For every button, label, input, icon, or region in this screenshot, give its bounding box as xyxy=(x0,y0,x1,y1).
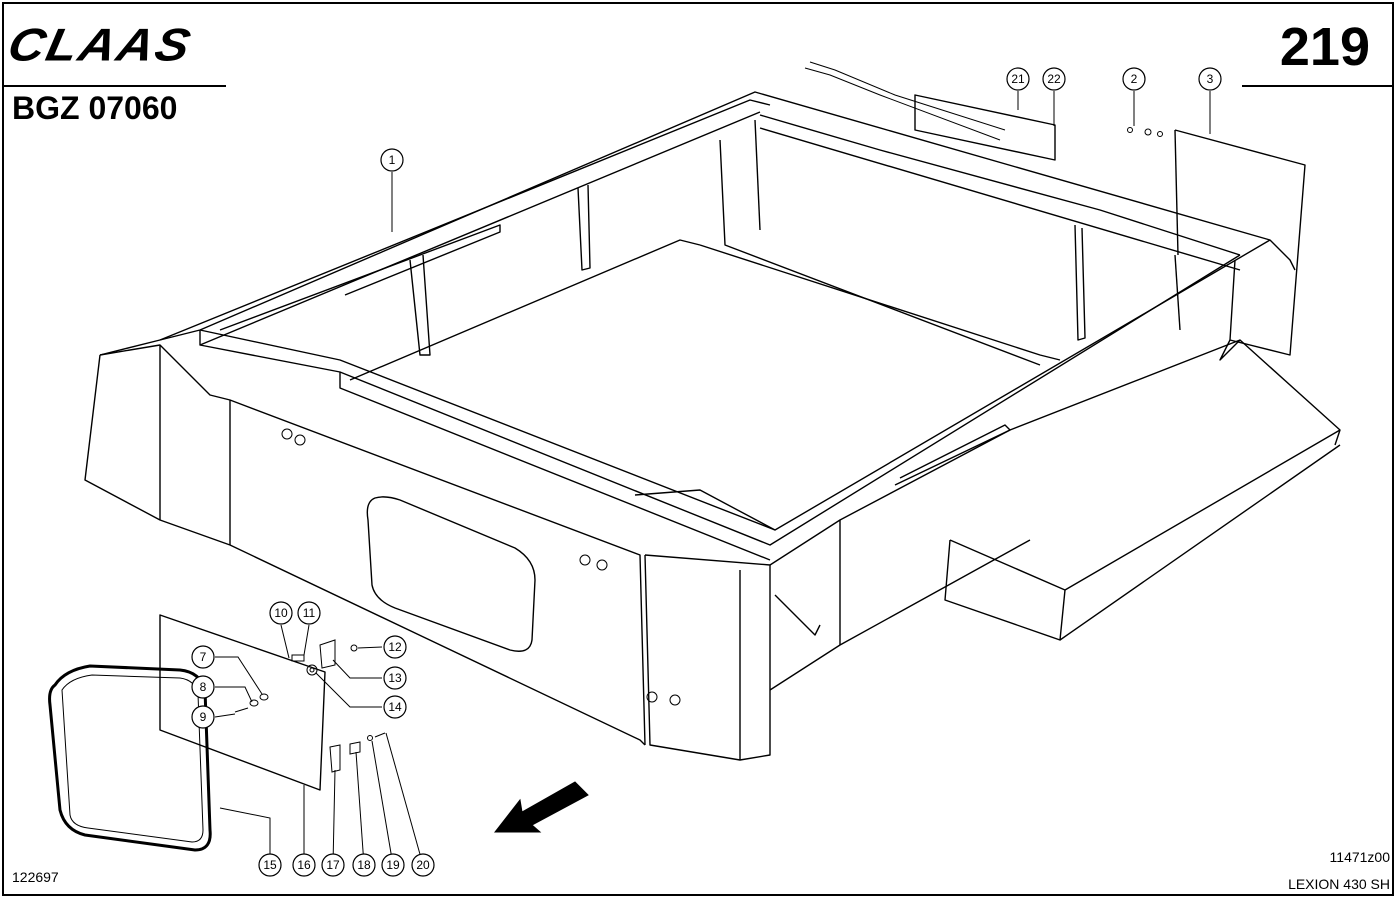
callout-12: 12 xyxy=(383,635,407,659)
callout-16: 16 xyxy=(292,853,316,877)
callout-18: 18 xyxy=(352,853,376,877)
callout-label: 12 xyxy=(388,640,402,654)
callout-15: 15 xyxy=(258,853,282,877)
callout-2: 2 xyxy=(1122,67,1146,91)
callout-label: 19 xyxy=(386,858,400,872)
callout-label: 7 xyxy=(200,650,207,664)
direction-arrow-icon xyxy=(493,781,589,833)
callout-19: 19 xyxy=(381,853,405,877)
callout-label: 8 xyxy=(200,680,207,694)
page-number: 219 xyxy=(1279,17,1370,77)
callout-14: 14 xyxy=(383,695,407,719)
callout-label: 9 xyxy=(200,710,207,724)
callout-20: 20 xyxy=(411,853,435,877)
callout-13: 13 xyxy=(383,666,407,690)
main-frame-drawing xyxy=(84,91,1341,761)
callout-7: 7 xyxy=(191,645,215,669)
upper-parts xyxy=(804,61,1163,161)
callout-21: 21 xyxy=(1006,67,1030,91)
callout-label: 3 xyxy=(1207,72,1214,86)
callout-label: 13 xyxy=(388,671,402,685)
leader-lines xyxy=(214,91,1211,866)
callout-label: 21 xyxy=(1011,72,1025,86)
callout-label: 18 xyxy=(357,858,371,872)
callout-label: 17 xyxy=(326,858,340,872)
callout-label: 22 xyxy=(1047,72,1061,86)
callout-label: 16 xyxy=(297,858,311,872)
callout-1: 1 xyxy=(380,148,404,172)
header-rule-right xyxy=(1242,85,1394,87)
header-rule-left xyxy=(4,85,226,87)
callout-11: 11 xyxy=(297,601,321,625)
callout-10: 10 xyxy=(269,601,293,625)
callout-bubbles: 1 2 3 7 8 9 10 11 12 13 14 15 16 17 18 1… xyxy=(191,67,1222,877)
callout-label: 1 xyxy=(389,153,396,167)
callout-label: 10 xyxy=(274,606,288,620)
model-name: LEXION 430 SH xyxy=(1288,876,1390,892)
document-code: BGZ 07060 xyxy=(12,90,178,126)
callout-label: 11 xyxy=(303,606,316,620)
callout-label: 15 xyxy=(263,858,277,872)
callout-8: 8 xyxy=(191,675,215,699)
callout-label: 2 xyxy=(1131,72,1138,86)
callout-17: 17 xyxy=(321,853,345,877)
callout-3: 3 xyxy=(1198,67,1222,91)
callout-label: 14 xyxy=(388,700,402,714)
inspection-cover-parts xyxy=(48,614,386,852)
image-number: 122697 xyxy=(12,869,59,885)
drawing-code: 11471z00 xyxy=(1329,849,1390,865)
callout-label: 20 xyxy=(416,858,430,872)
callout-22: 22 xyxy=(1042,67,1066,91)
callout-9: 9 xyxy=(191,705,215,729)
